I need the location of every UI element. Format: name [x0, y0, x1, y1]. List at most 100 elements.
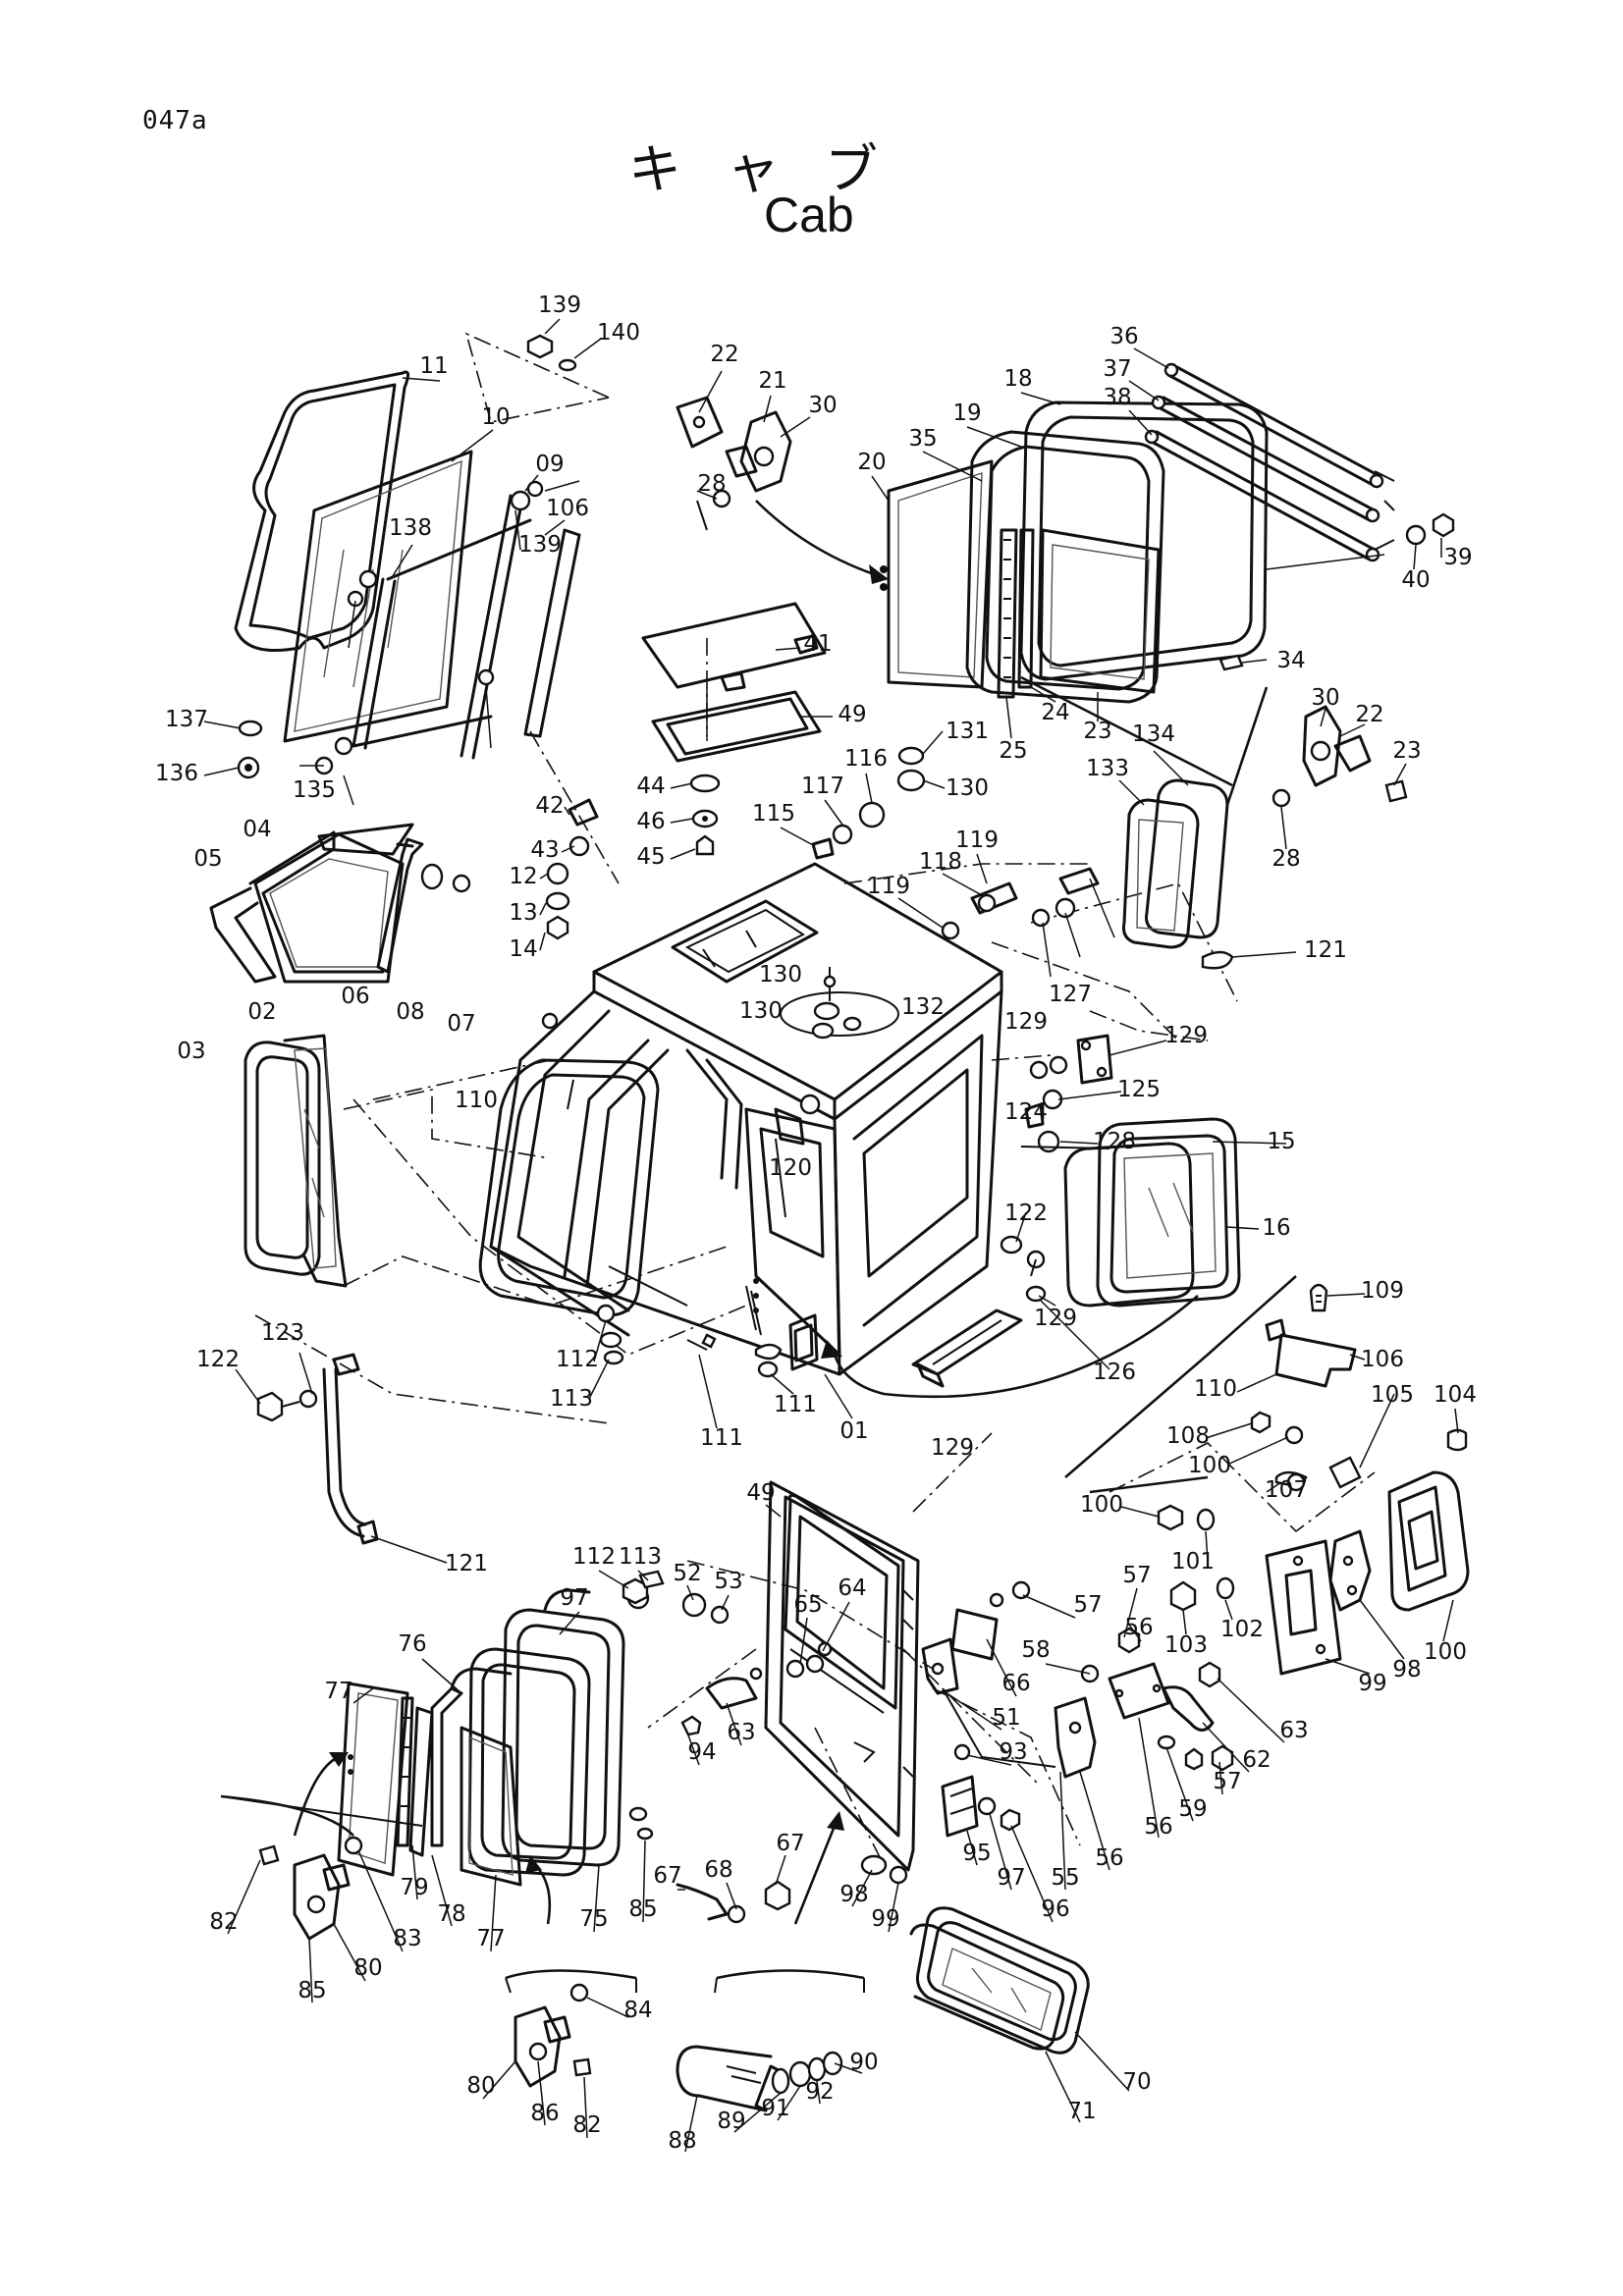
callout-145: 139 — [518, 532, 562, 558]
callout-144: 138 — [389, 515, 432, 541]
callout-04: 04 — [243, 817, 271, 842]
callout-135: 130 — [739, 998, 783, 1024]
callout-102: 104 — [1434, 1382, 1477, 1408]
callout-109: 111 — [774, 1392, 817, 1417]
callout-72: 77 — [324, 1679, 352, 1704]
callout-74: 78 — [437, 1901, 465, 1927]
callout-107: 109 — [1361, 1278, 1404, 1304]
callout-27: 23 — [1392, 738, 1421, 764]
front-door-frame-112 — [478, 1012, 660, 1317]
callout-122: 120 — [769, 1155, 812, 1181]
callout-133: 129 — [1004, 1009, 1048, 1035]
callout-71: 76 — [398, 1631, 426, 1657]
callout-10: 10 — [481, 404, 510, 430]
callout-13: 13 — [509, 900, 537, 926]
callout-57b: 58 — [1021, 1637, 1050, 1663]
callout-11: 11 — [419, 353, 448, 379]
callout-54: 56 — [1095, 1845, 1123, 1871]
callout-62: 65 — [793, 1592, 822, 1618]
callout-39: 39 — [1443, 545, 1472, 570]
callout-01: 01 — [839, 1418, 868, 1444]
door-hardware — [622, 1570, 1234, 1924]
callout-28b: 28 — [1271, 846, 1300, 872]
callout-21: 23 — [1083, 719, 1111, 744]
callout-64: 67 — [653, 1863, 681, 1889]
callout-129b: 126 — [1093, 1360, 1136, 1385]
callout-80: 83 — [393, 1926, 421, 1951]
roof-hatch — [641, 602, 827, 763]
callout-139: 133 — [1086, 756, 1129, 781]
callout-38: 38 — [1103, 385, 1131, 410]
callout-43: 43 — [530, 837, 559, 863]
callout-130c: 129 — [1034, 1306, 1077, 1331]
callout-05: 05 — [193, 846, 222, 872]
callout-97: 99 — [1358, 1671, 1386, 1696]
callout-100: 100 — [1188, 1453, 1231, 1478]
callout-130: 127 — [1049, 982, 1092, 1007]
callout-42: 42 — [535, 793, 564, 819]
callout-35: 35 — [908, 426, 937, 452]
callout-16: 16 — [1262, 1215, 1290, 1241]
detail-arrows — [821, 1275, 1297, 1494]
callout-92: 96 — [1041, 1896, 1069, 1922]
u-bolt-85 — [676, 1811, 865, 2112]
latch-parts-99-108 — [1157, 1283, 1468, 1612]
callout-labels: 139 140 11 10 09 106 138 139 137 136 135… — [155, 293, 1477, 2154]
callout-101: 103 — [1164, 1632, 1208, 1658]
callout-96: 98 — [1392, 1657, 1421, 1682]
callout-56b: 57 — [1122, 1563, 1151, 1588]
callout-147: 140 — [597, 320, 640, 346]
roof-hardware-left — [545, 774, 721, 940]
callout-68: 71 — [1067, 2099, 1096, 2124]
left-door-glass-assembly — [234, 370, 581, 775]
link-rod-125 — [256, 1353, 379, 1545]
callout-20: 20 — [857, 450, 886, 475]
callout-137: 131 — [946, 719, 989, 744]
detail-brackets — [220, 500, 865, 1994]
callout-78: 82 — [209, 1909, 238, 1935]
callout-58: 62 — [1242, 1747, 1271, 1773]
callout-119b: 118 — [919, 849, 962, 875]
callout-14: 14 — [509, 936, 537, 962]
callout-61: 64 — [838, 1575, 866, 1601]
callout-146: 139 — [538, 293, 581, 318]
callout-103: 105 — [1371, 1382, 1414, 1408]
callout-89: 93 — [999, 1739, 1027, 1765]
callout-111: 113 — [619, 1544, 662, 1570]
callout-36: 36 — [1109, 324, 1138, 349]
callout-85: 88 — [668, 2128, 696, 2154]
page-id: 047a — [142, 106, 208, 135]
callout-75: 79 — [400, 1875, 428, 1900]
latch-right — [1020, 675, 1408, 808]
callout-80b: 84 — [623, 1998, 652, 2023]
cab-body — [489, 862, 1003, 1376]
title-japanese: キャブ — [628, 138, 923, 200]
callout-117: 115 — [752, 801, 795, 827]
callout-106: 108 — [1166, 1423, 1210, 1449]
callout-67: 70 — [1122, 2069, 1151, 2095]
callout-57c: 59 — [1178, 1796, 1207, 1822]
rear-side-window-16 — [1063, 1117, 1241, 1308]
callout-126: 122 — [196, 1347, 240, 1372]
callout-59: 63 — [1279, 1718, 1308, 1743]
callout-115: 113 — [550, 1386, 593, 1412]
callout-125: 121 — [445, 1551, 488, 1576]
latch-plate-96-98 — [1265, 1470, 1470, 1676]
callout-46: 46 — [636, 809, 665, 834]
front-upper-window — [209, 823, 471, 984]
callout-51: 52 — [673, 1561, 701, 1586]
callout-142: 136 — [155, 761, 198, 786]
callout-138: 132 — [901, 994, 945, 1020]
callout-129: 125 — [1117, 1077, 1161, 1102]
callout-47: 49 — [838, 702, 866, 727]
callout-22: 24 — [1041, 700, 1069, 725]
callout-19: 19 — [952, 400, 981, 426]
callout-118: 116 — [844, 746, 888, 772]
callout-141: 135 — [293, 777, 336, 803]
callout-116: 106 — [546, 496, 589, 521]
callout-110: 112 — [572, 1544, 616, 1570]
callout-15: 15 — [1267, 1129, 1295, 1154]
callout-104: 106 — [1361, 1347, 1404, 1372]
side-window-139 — [1122, 778, 1229, 949]
callout-26: 22 — [710, 342, 738, 367]
